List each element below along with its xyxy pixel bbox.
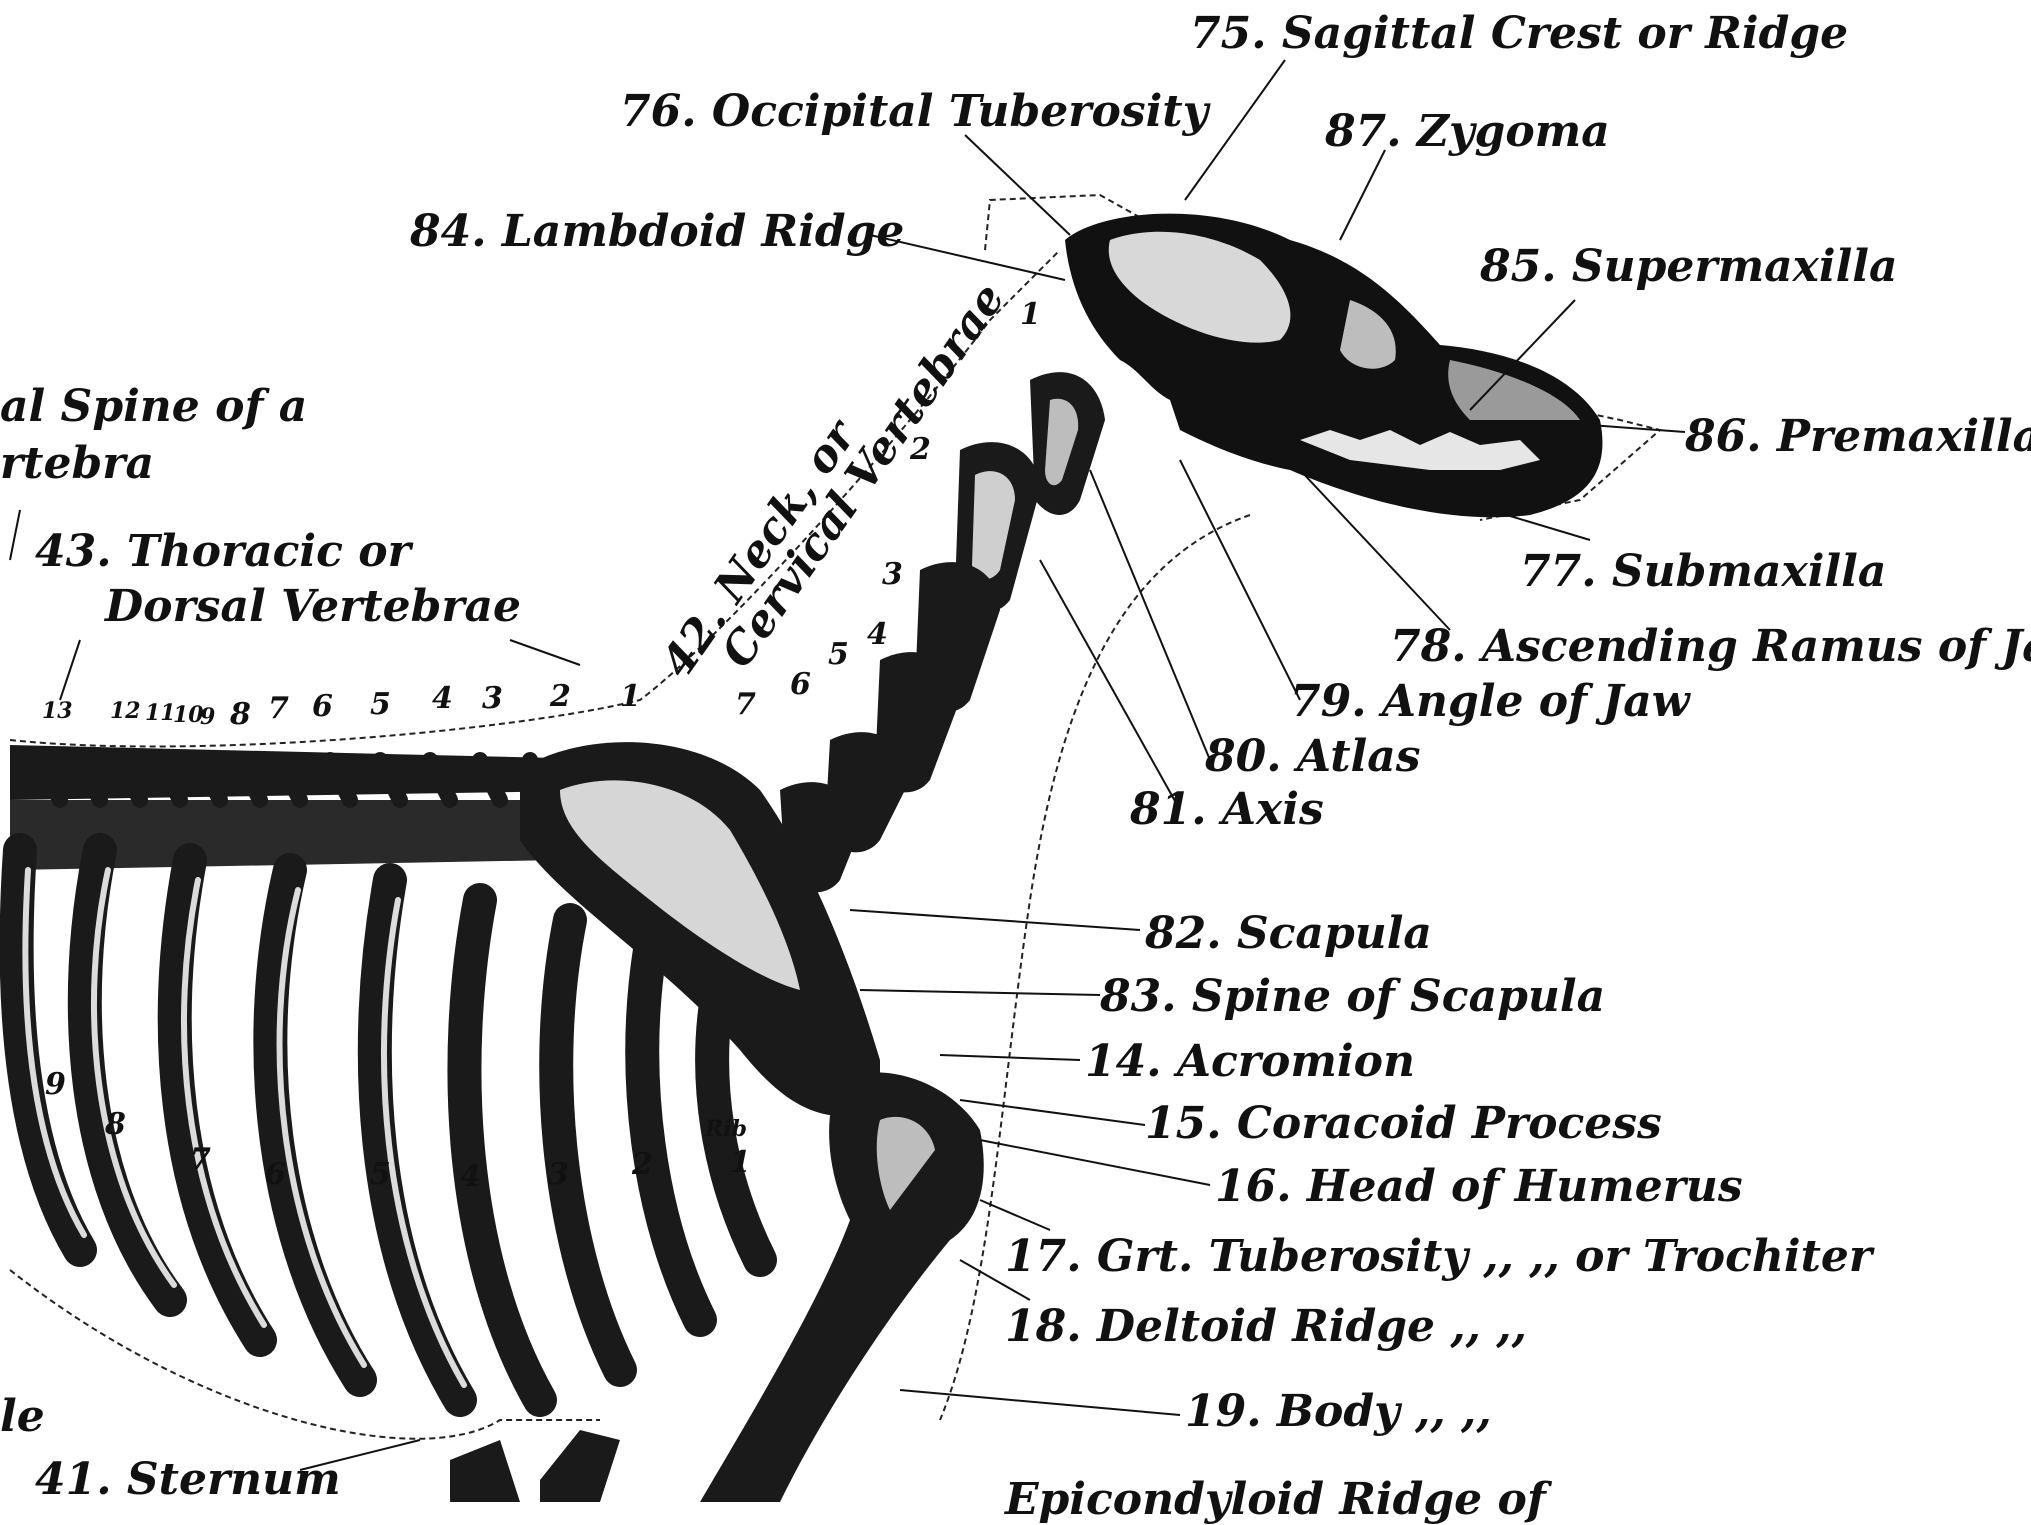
label-thoracic-line1: 43. Thoracic or (35, 530, 411, 574)
thoracic-number: 7 (268, 694, 289, 724)
label-atlas: 80. Atlas (1205, 735, 1421, 779)
label-sternum: 41. Sternum (35, 1458, 341, 1502)
neck-number: 2 (910, 435, 931, 465)
thoracic-number: 1 (620, 682, 641, 712)
neck-number: 3 (882, 560, 903, 590)
neck-number: 6 (790, 670, 811, 700)
chest-outline (940, 515, 1250, 1420)
thoracic-number: 12 (110, 700, 141, 722)
neck-number: 1 (1020, 300, 1041, 330)
thoracic-number: 5 (370, 690, 391, 720)
rib-number: 7 (190, 1145, 211, 1175)
rib-number: 1 (730, 1148, 751, 1178)
thoracic-number: 8 (230, 700, 251, 730)
label-scapula: 82. Scapula (1145, 912, 1432, 956)
thoracic-number: 9 (200, 706, 215, 728)
label-coracoid-process: 15. Coracoid Process (1145, 1102, 1662, 1146)
label-bottom-fragment: Epicondyloid Ridge of (1005, 1478, 1546, 1522)
rib-number: 4 (460, 1162, 481, 1192)
label-acromion: 14. Acromion (1085, 1040, 1415, 1084)
label-axis: 81. Axis (1130, 788, 1324, 832)
label-angle-of-jaw: 79. Angle of Jaw (1290, 680, 1690, 724)
thoracic-number: 11 (145, 702, 176, 724)
label-zygoma: 87. Zygoma (1325, 110, 1610, 154)
label-vertebra-fragment: rtebra (0, 442, 154, 486)
label-supermaxilla: 85. Supermaxilla (1480, 245, 1898, 289)
label-head-of-humerus: 16. Head of Humerus (1215, 1165, 1743, 1209)
rib-word: Rib (705, 1118, 747, 1140)
label-body: 19. Body ,, ,, (1185, 1390, 1492, 1434)
label-submaxilla: 77. Submaxilla (1520, 550, 1886, 594)
rib-number: 2 (632, 1150, 653, 1180)
rib-number: 6 (265, 1160, 286, 1190)
label-deltoid-ridge: 18. Deltoid Ridge ,, ,, (1005, 1305, 1527, 1349)
thoracic-number: 13 (42, 700, 73, 722)
thoracic-number: 4 (432, 684, 453, 714)
neck-number: 7 (735, 690, 756, 720)
label-greater-tuberosity: 17. Grt. Tuberosity ,, ,, or Trochiter (1005, 1235, 1872, 1279)
label-fragment-e: le (0, 1395, 45, 1439)
rib-number: 5 (370, 1160, 391, 1190)
label-ascending-ramus: 78. Ascending Ramus of Jaw (1390, 625, 2031, 669)
neck-number: 5 (828, 640, 849, 670)
rib-number: 9 (45, 1070, 66, 1100)
label-occipital-tuberosity: 76. Occipital Tuberosity (620, 90, 1208, 134)
neck-number: 4 (867, 620, 888, 650)
label-lambdoid-ridge: 84. Lambdoid Ridge (410, 210, 904, 254)
label-sagittal-crest: 75. Sagittal Crest or Ridge (1190, 12, 1848, 56)
thoracic-number: 6 (312, 692, 333, 722)
thoracic-number: 2 (550, 682, 571, 712)
thoracic-number: 3 (482, 684, 503, 714)
label-thoracic-line2: Dorsal Vertebrae (105, 585, 521, 629)
label-spine-of-scapula: 83. Spine of Scapula (1100, 975, 1605, 1019)
label-spine-of-a-fragment: al Spine of a (0, 385, 307, 429)
rib-number: 8 (105, 1110, 126, 1140)
rib-number: 3 (548, 1160, 569, 1190)
label-premaxilla: 86. Premaxilla (1685, 415, 2031, 459)
